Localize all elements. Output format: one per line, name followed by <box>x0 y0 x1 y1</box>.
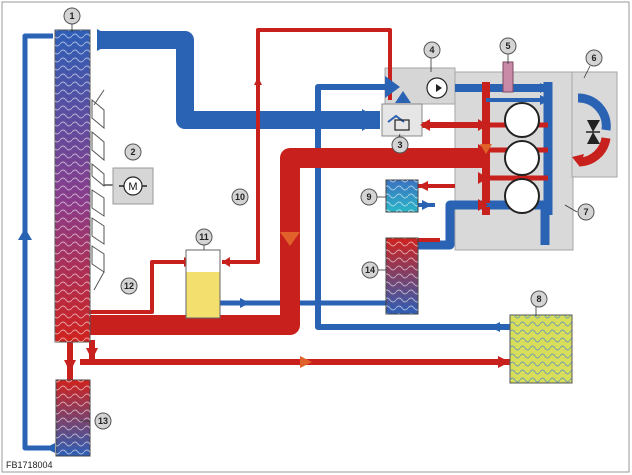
callout-label: 14 <box>365 265 375 275</box>
callout-circle <box>391 136 409 154</box>
fan-motor: M <box>104 167 154 205</box>
callout-13: 13 <box>94 412 112 430</box>
callout-1: 1 <box>63 7 81 25</box>
callout-label: 12 <box>124 281 134 291</box>
callout-4: 4 <box>423 41 441 59</box>
callout-label: 7 <box>583 207 588 217</box>
callout-circle <box>124 143 142 161</box>
heat-exchanger-14 <box>385 237 419 315</box>
callout-3: 3 <box>391 136 409 154</box>
callout-14: 14 <box>361 261 379 279</box>
callout-circle <box>94 412 112 430</box>
flow-arrow-icon <box>97 29 117 51</box>
radiator <box>54 29 91 343</box>
callout-label: 10 <box>235 192 245 202</box>
thermostat-icon <box>394 119 410 131</box>
cold-line-14-to-block <box>418 200 550 250</box>
cold-line-bypass-left <box>22 33 55 451</box>
callout-label: 8 <box>536 294 541 304</box>
callout-circle <box>585 49 603 67</box>
expansion-tank <box>185 249 221 319</box>
cylinders <box>504 102 540 214</box>
callout-circle <box>530 290 548 308</box>
cold-flow-arrows <box>18 29 550 453</box>
callout-label: 9 <box>366 192 371 202</box>
callout-label: 5 <box>505 41 510 51</box>
callout-7: 7 <box>577 203 595 221</box>
turbocharger <box>572 93 611 167</box>
callout-8: 8 <box>530 290 548 308</box>
callout-circle <box>231 188 249 206</box>
callout-10: 10 <box>231 188 249 206</box>
callout-12: 12 <box>120 277 138 295</box>
callout-11: 11 <box>195 228 213 246</box>
callout-circle <box>577 203 595 221</box>
cold-line-heater-return <box>315 84 510 330</box>
callout-circle <box>499 37 517 55</box>
callout-label: 6 <box>591 53 596 63</box>
callout-label: 4 <box>429 45 434 55</box>
auxiliary-radiator <box>55 379 91 457</box>
callout-2: 2 <box>124 143 142 161</box>
callout-circle <box>120 277 138 295</box>
callout-circle <box>361 261 379 279</box>
hot-line-12 <box>88 260 186 314</box>
callout-label: 3 <box>397 140 402 150</box>
callout-label: 13 <box>98 416 108 426</box>
figure-reference: FB1718004 <box>6 460 53 470</box>
callout-label: 1 <box>69 11 74 21</box>
callout-circle <box>63 7 81 25</box>
temperature-sensor <box>502 61 514 93</box>
callout-circle <box>360 188 378 206</box>
callout-circle <box>423 41 441 59</box>
callout-circle <box>195 228 213 246</box>
callout-9: 9 <box>360 188 378 206</box>
callout-5: 5 <box>499 37 517 55</box>
heater-core <box>509 314 573 384</box>
callout-label: 2 <box>130 147 135 157</box>
cold-line-radiator-to-pump <box>100 31 380 129</box>
cooling-fan <box>91 89 105 291</box>
hot-line-vent <box>222 28 392 264</box>
oil-cooler <box>385 179 419 213</box>
callout-6: 6 <box>585 49 603 67</box>
callout-label: 11 <box>199 232 209 242</box>
pump-icon <box>436 84 442 92</box>
thermostat <box>381 103 423 137</box>
motor-symbol: M <box>128 181 137 193</box>
